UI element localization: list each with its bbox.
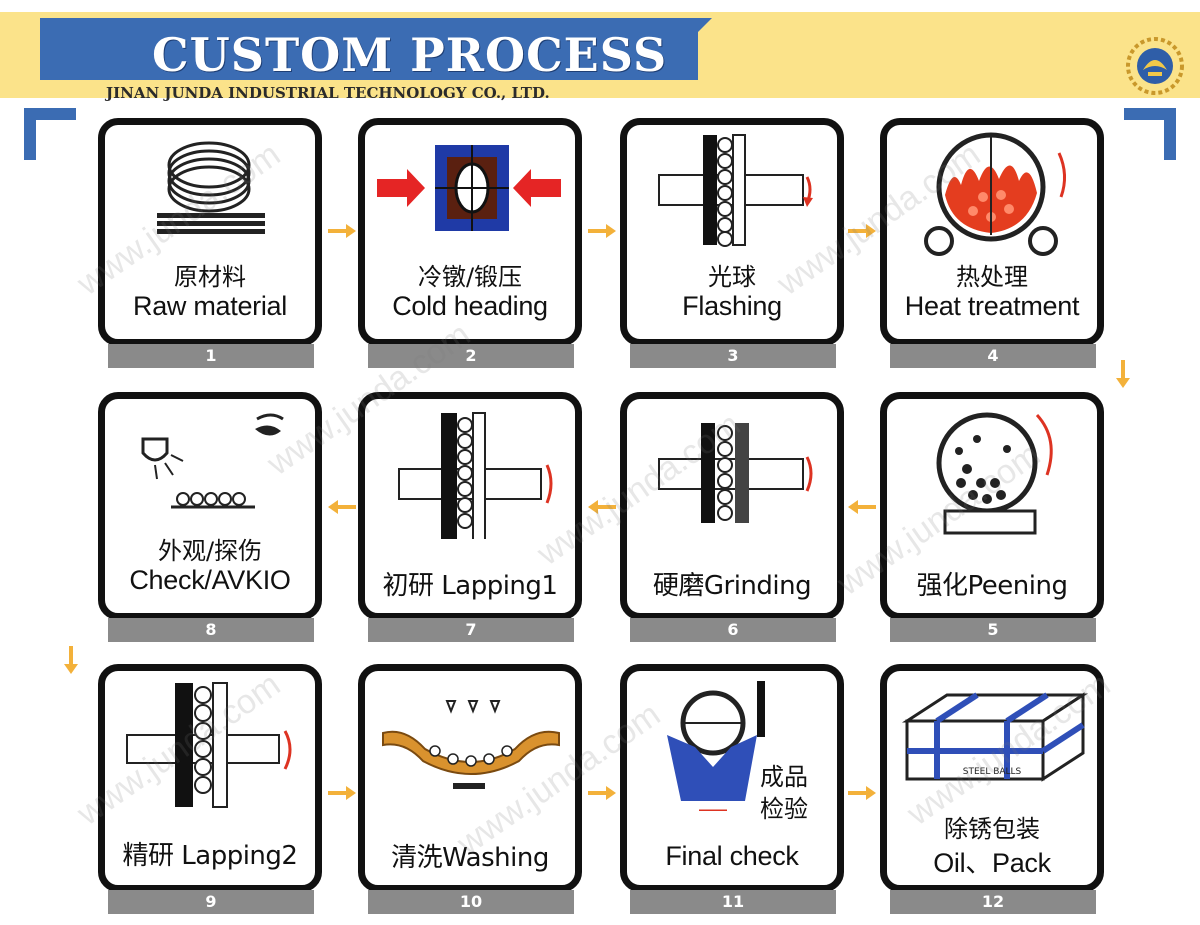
arrow-left-icon <box>328 500 356 514</box>
step-label-cn: 光球 <box>708 263 756 291</box>
step-cold-heading: 冷镦/锻压 Cold heading 2 <box>358 118 582 372</box>
step-peening: 强化Peening 5 <box>880 392 1104 646</box>
title-box: CUSTOM PROCESS <box>40 18 712 82</box>
crate-label: STEEL BALLS <box>962 767 1022 777</box>
step-number: 2 <box>368 344 574 368</box>
step-card: 成品 检验 Final check <box>620 664 844 892</box>
step-card: 精研 Lapping2 <box>98 664 322 892</box>
step-check-avkio: 外观/探伤 Check/AVKIO 8 <box>98 392 322 646</box>
arrow-down-icon <box>1116 360 1130 388</box>
step-number: 1 <box>108 344 314 368</box>
step-label-cn: 除锈包装 <box>944 815 1040 843</box>
step-final-check: 成品 检验 Final check 11 <box>620 664 844 918</box>
arrow-right-icon <box>588 224 616 238</box>
step-number: 6 <box>630 618 836 642</box>
step-card: 硬磨Grinding <box>620 392 844 620</box>
step-number: 8 <box>108 618 314 642</box>
arrow-down-icon <box>64 646 78 674</box>
header-band: CUSTOM PROCESS JINAN JUNDA INDUSTRIAL TE… <box>0 12 1200 102</box>
step-number: 4 <box>890 344 1096 368</box>
step-label: 精研 Lapping2 <box>122 841 298 871</box>
step-number: 12 <box>890 890 1096 914</box>
arrow-right-icon <box>588 786 616 800</box>
step-label-en: Cold heading <box>392 291 548 321</box>
step-lapping2: 精研 Lapping2 9 <box>98 664 322 918</box>
step-flashing: 光球 Flashing 3 <box>620 118 844 372</box>
step-number: 7 <box>368 618 574 642</box>
arrow-right-icon <box>328 224 356 238</box>
step-label: 强化Peening <box>916 571 1068 601</box>
step-card: 清洗Washing <box>358 664 582 892</box>
step-card: 光球 Flashing <box>620 118 844 346</box>
step-label-cn: 冷镦/锻压 <box>417 263 523 291</box>
step-card: 强化Peening <box>880 392 1104 620</box>
step-lapping1: 初研 Lapping1 7 <box>358 392 582 646</box>
lapping-plates-icon <box>398 412 553 539</box>
arrow-left-icon <box>848 500 876 514</box>
step-label: 清洗Washing <box>391 843 549 873</box>
company-logo-icon <box>1126 37 1184 95</box>
step-heat-treatment: 热处理 Heat treatment 4 <box>880 118 1104 372</box>
step-washing: 清洗Washing 10 <box>358 664 582 918</box>
washing-conveyor-icon <box>382 700 560 789</box>
step-label-cn: 成品 检验 <box>760 763 808 823</box>
page-title: CUSTOM PROCESS <box>152 28 668 82</box>
step-card: 外观/探伤 Check/AVKIO <box>98 392 322 620</box>
lapping-plates-icon <box>126 682 292 808</box>
flashing-plates-icon <box>658 134 813 247</box>
step-label-en: Flashing <box>682 291 782 321</box>
arrow-left-icon <box>588 500 616 514</box>
arrow-right-icon <box>848 224 876 238</box>
step-label: 初研 Lapping1 <box>382 571 558 601</box>
step-label-en: Final check <box>665 841 799 871</box>
step-number: 5 <box>890 618 1096 642</box>
step-label-en: Oil、Pack <box>933 848 1051 878</box>
step-label-cn: 热处理 <box>956 263 1028 291</box>
furnace-drum-icon <box>924 132 1066 256</box>
step-label-cn: 原材料 <box>174 263 246 291</box>
arrow-right-icon <box>328 786 356 800</box>
step-card: 热处理 Heat treatment <box>880 118 1104 346</box>
step-card: 初研 Lapping1 <box>358 392 582 620</box>
step-oil-pack: STEEL BALLS 除锈包装 Oil、Pack 12 <box>880 664 1104 918</box>
company-name: JINAN JUNDA INDUSTRIAL TECHNOLOGY CO., L… <box>106 84 550 102</box>
step-number: 10 <box>368 890 574 914</box>
step-number: 3 <box>630 344 836 368</box>
step-raw-material: 原材料 Raw material 1 <box>98 118 322 372</box>
arrow-right-icon <box>848 786 876 800</box>
corner-bracket-left <box>24 108 76 160</box>
inspection-light-icon <box>141 413 284 509</box>
step-label-en: Heat treatment <box>904 291 1080 321</box>
grinding-plates-icon <box>658 423 813 523</box>
corner-bracket-right <box>1124 108 1176 160</box>
step-number: 9 <box>108 890 314 914</box>
step-card: STEEL BALLS 除锈包装 Oil、Pack <box>880 664 1104 892</box>
step-label-en: Check/AVKIO <box>129 565 291 595</box>
cold-heading-die-icon <box>377 145 561 231</box>
step-card: 冷镦/锻压 Cold heading <box>358 118 582 346</box>
step-label-en: Raw material <box>133 291 287 321</box>
step-card: 原材料 Raw material <box>98 118 322 346</box>
wire-coil-icon <box>157 141 265 234</box>
step-number: 11 <box>630 890 836 914</box>
step-label: 硬磨Grinding <box>652 571 812 601</box>
step-label-cn: 外观/探伤 <box>157 537 263 565</box>
final-check-gauge-icon <box>667 681 765 811</box>
packing-crate-icon <box>901 692 1089 782</box>
peening-drum-icon <box>936 412 1053 535</box>
step-grinding: 硬磨Grinding 6 <box>620 392 844 646</box>
